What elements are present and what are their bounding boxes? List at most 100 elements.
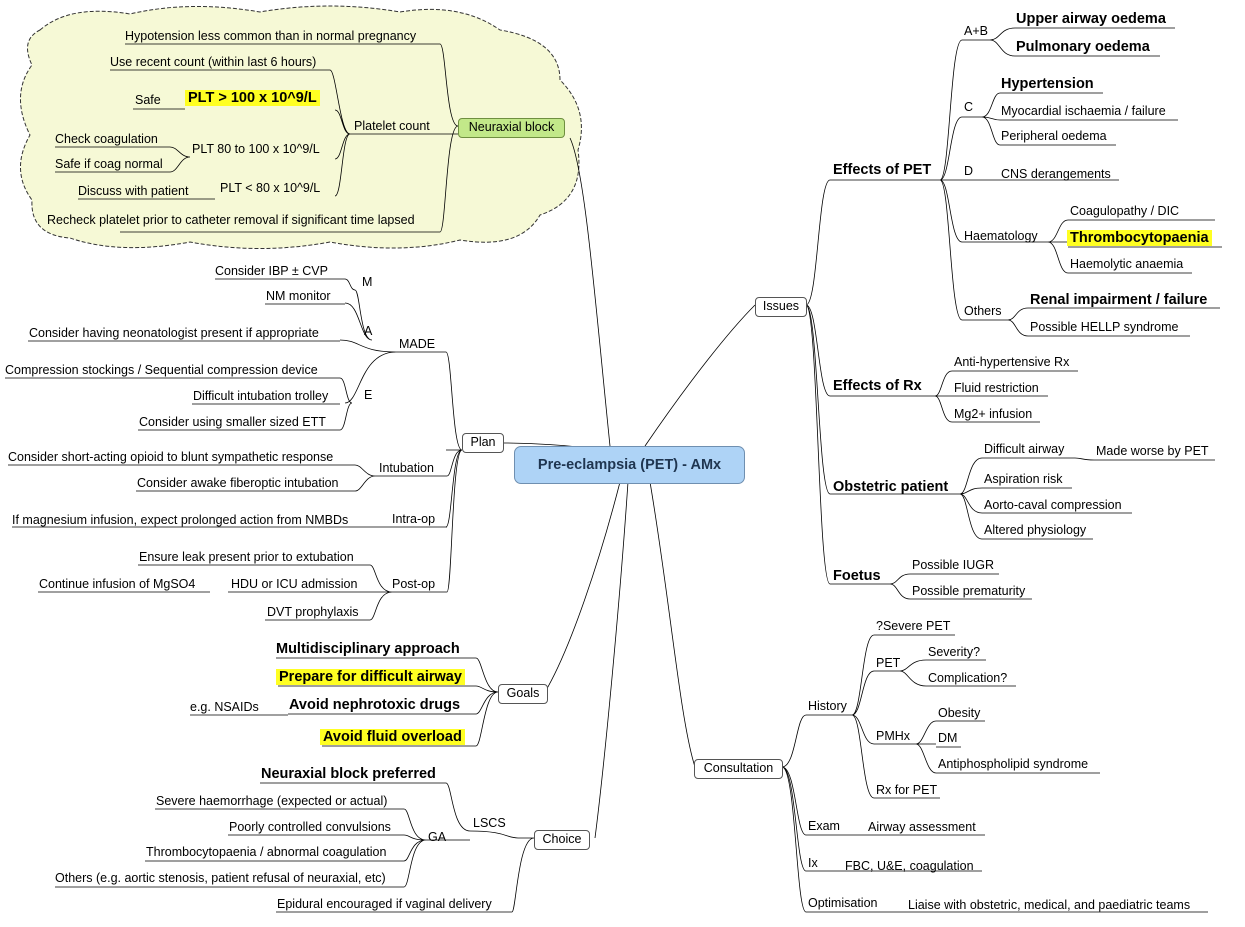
pmhx-label: PMHx <box>876 729 911 743</box>
obstetric-item-3: Aorto-caval compression <box>984 498 1122 512</box>
optimisation-label: Optimisation <box>808 896 878 910</box>
platelet-count-label: Platelet count <box>354 119 430 133</box>
d-item-1: CNS derangements <box>1001 167 1111 181</box>
ga-label: GA <box>428 830 447 844</box>
rx-item-3: Mg2+ infusion <box>954 407 1033 421</box>
pet-label: PET <box>876 656 901 670</box>
foetus-item-2: Possible prematurity <box>912 584 1026 598</box>
nsaids-label: e.g. NSAIDs <box>190 700 259 714</box>
made-label: MADE <box>399 337 436 351</box>
check-coag-label: Check coagulation <box>55 132 158 146</box>
e-item-3: Consider using smaller sized ETT <box>139 415 326 429</box>
m-item-2: NM monitor <box>266 289 331 303</box>
neuraxial-cloud <box>20 5 582 249</box>
ix-items-label: FBC, U&E, coagulation <box>845 859 974 873</box>
e-label: E <box>364 388 373 402</box>
e-item-1: Compression stockings / Sequential compr… <box>5 363 318 377</box>
c-label: C <box>964 100 974 114</box>
recheck-label: Recheck platelet prior to catheter remov… <box>47 213 415 227</box>
haem-item-2: Thrombocytopaenia <box>1067 230 1212 247</box>
obstetric-item-2: Aspiration risk <box>984 472 1063 486</box>
safe-if-coag-label: Safe if coag normal <box>55 157 163 171</box>
m-item-1: Consider IBP ± CVP <box>215 264 328 278</box>
root-node[interactable]: Pre-eclampsia (PET) - AMx <box>514 446 745 484</box>
rx-item-1: Anti-hypertensive Rx <box>954 355 1070 369</box>
worse-pet-label: Made worse by PET <box>1096 444 1209 458</box>
neuraxial-block-node[interactable]: Neuraxial block <box>458 118 565 138</box>
obstetric-item-1: Difficult airway <box>984 442 1065 456</box>
ab-label: A+B <box>964 24 988 38</box>
goal-difficult-airway: Prepare for difficult airway <box>276 669 465 686</box>
e-item-2: Difficult intubation trolley <box>193 389 329 403</box>
postop-item-3: DVT prophylaxis <box>267 605 359 619</box>
rx-for-pet-label: Rx for PET <box>876 783 938 797</box>
intubation-label: Intubation <box>379 461 434 475</box>
lscs-label: LSCS <box>473 816 506 830</box>
plt-gt100-text: PLT > 100 x 10^9/L <box>185 90 320 106</box>
pet-item-1: Severity? <box>928 645 981 659</box>
c-item-1: Hypertension <box>1001 76 1094 92</box>
haem-item-3: Haemolytic anaemia <box>1070 257 1184 271</box>
foetus-item-1: Possible IUGR <box>912 558 994 572</box>
obstetric-item-4: Altered physiology <box>984 523 1087 537</box>
foetus-label: Foetus <box>833 568 881 584</box>
d-label: D <box>964 164 974 178</box>
pmhx-item-2: DM <box>938 731 958 745</box>
pet-item-2: Complication? <box>928 671 1008 685</box>
intraop-item-1: If magnesium infusion, expect prolonged … <box>12 513 349 527</box>
plt-80-100-label: PLT 80 to 100 x 10^9/L <box>192 142 320 156</box>
pmhx-item-1: Obesity <box>938 706 981 720</box>
haem-item-1: Coagulopathy / DIC <box>1070 204 1180 218</box>
plt-lt80-label: PLT < 80 x 10^9/L <box>220 181 321 195</box>
plt-gt100-label: PLT > 100 x 10^9/L <box>185 90 320 107</box>
c-item-2: Myocardial ischaemia / failure <box>1001 104 1166 118</box>
ga-item-1: Severe haemorrhage (expected or actual) <box>156 794 388 808</box>
postop-item-1: Ensure leak present prior to extubation <box>139 550 354 564</box>
consultation-node[interactable]: Consultation <box>694 759 783 779</box>
ab-item-1: Upper airway oedema <box>1016 11 1166 27</box>
airway-assessment-label: Airway assessment <box>868 820 976 834</box>
effects-pet-label: Effects of PET <box>833 162 932 178</box>
haematology-label: Haematology <box>964 229 1038 243</box>
ab-item-2: Pulmonary oedema <box>1016 39 1150 55</box>
neuraxial-preferred-label: Neuraxial block preferred <box>261 766 436 782</box>
c-item-3: Peripheral oedema <box>1001 129 1107 143</box>
ix-label: Ix <box>808 856 818 870</box>
a-item-1: Consider having neonatologist present if… <box>29 326 319 340</box>
exam-label: Exam <box>808 819 840 833</box>
others-item-2: Possible HELLP syndrome <box>1030 320 1179 334</box>
severe-pet-label: ?Severe PET <box>876 619 951 633</box>
plan-node[interactable]: Plan <box>462 433 504 453</box>
others-label: Others <box>964 304 1002 318</box>
others-item-1: Renal impairment / failure <box>1030 292 1208 308</box>
history-label: History <box>808 699 847 713</box>
recent-count-label: Use recent count (within last 6 hours) <box>110 55 317 69</box>
postop-item-2: HDU or ICU admission <box>231 577 358 591</box>
haem-item-2-text: Thrombocytopaenia <box>1067 230 1212 246</box>
discuss-label: Discuss with patient <box>78 184 189 198</box>
m-label: M <box>362 275 373 289</box>
intubation-item-1: Consider short-acting opioid to blunt sy… <box>8 450 334 464</box>
effects-rx-label: Effects of Rx <box>833 378 922 394</box>
goal-multidisciplinary: Multidisciplinary approach <box>276 641 460 657</box>
rx-item-2: Fluid restriction <box>954 381 1039 395</box>
choice-node[interactable]: Choice <box>534 830 590 850</box>
goal-nephrotoxic: Avoid nephrotoxic drugs <box>289 697 461 713</box>
obstetric-patient-label: Obstetric patient <box>833 479 949 495</box>
pmhx-item-3: Antiphospholipid syndrome <box>938 757 1089 771</box>
intraop-label: Intra-op <box>392 512 436 526</box>
postop-label: Post-op <box>392 577 436 591</box>
ga-item-4: Others (e.g. aortic stenosis, patient re… <box>55 871 386 885</box>
mgso4-label: Continue infusion of MgSO4 <box>39 577 196 591</box>
hypotension-label: Hypotension less common than in normal p… <box>125 29 417 43</box>
issues-node[interactable]: Issues <box>755 297 807 317</box>
safe-label: Safe <box>135 93 161 107</box>
goal-difficult-airway-text: Prepare for difficult airway <box>276 669 465 685</box>
epidural-label: Epidural encouraged if vaginal delivery <box>277 897 492 911</box>
intubation-item-2: Consider awake fiberoptic intubation <box>137 476 339 490</box>
goals-node[interactable]: Goals <box>498 684 548 704</box>
ga-item-2: Poorly controlled convulsions <box>229 820 391 834</box>
goal-fluid-overload-text: Avoid fluid overload <box>320 729 465 745</box>
goal-fluid-overload: Avoid fluid overload <box>320 729 465 746</box>
